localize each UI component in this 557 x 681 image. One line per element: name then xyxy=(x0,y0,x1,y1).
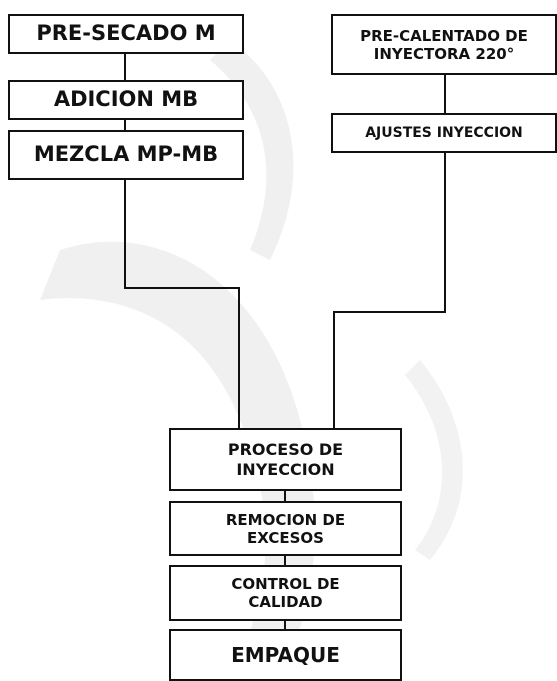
step-ajustes-inyeccion-label: AJUSTES INYECCION xyxy=(365,124,523,141)
connector-left-horizontal xyxy=(124,287,240,289)
connector-left-2 xyxy=(124,119,126,131)
step-control-calidad: CONTROL DE CALIDAD xyxy=(169,565,402,621)
step-pre-secado-label: PRE-SECADO M xyxy=(36,21,216,46)
connector-left-down xyxy=(124,179,126,288)
connector-right-to-process xyxy=(333,311,335,428)
step-adicion-mb-label: ADICION MB xyxy=(53,87,199,112)
step-pre-calentado-line2: INYECTORA 220° xyxy=(373,44,515,63)
step-ajustes-inyeccion: AJUSTES INYECCION xyxy=(331,113,557,153)
step-remocion-excesos: REMOCION DE EXCESOS xyxy=(169,501,402,556)
connector-right-down xyxy=(444,152,446,312)
connector-main-2 xyxy=(284,555,286,566)
connector-right-1 xyxy=(444,74,446,114)
step-pre-secado: PRE-SECADO M xyxy=(8,14,244,54)
step-empaque: EMPAQUE xyxy=(169,629,402,681)
connector-right-horizontal xyxy=(333,311,446,313)
step-remocion-line1: REMOCION DE xyxy=(225,510,346,529)
connector-main-3 xyxy=(284,620,286,630)
step-empaque-label: EMPAQUE xyxy=(231,643,340,667)
connector-left-1 xyxy=(124,54,126,81)
step-proceso-line2: INYECCION xyxy=(236,459,335,479)
step-control-line2: CALIDAD xyxy=(248,593,323,611)
step-pre-calentado-line1: PRE-CALENTADO DE xyxy=(360,26,528,45)
step-pre-calentado: PRE-CALENTADO DE INYECTORA 220° xyxy=(331,14,557,75)
step-adicion-mb: ADICION MB xyxy=(8,80,244,120)
step-remocion-line2: EXCESOS xyxy=(247,528,324,547)
connector-main-1 xyxy=(284,490,286,502)
step-proceso-line1: PROCESO DE xyxy=(227,440,344,460)
step-mezcla-mp-mb: MEZCLA MP-MB xyxy=(8,130,244,180)
connector-left-to-process xyxy=(238,287,240,428)
step-control-line1: CONTROL DE xyxy=(231,575,340,593)
step-proceso-inyeccion: PROCESO DE INYECCION xyxy=(169,428,402,491)
step-mezcla-mp-mb-label: MEZCLA MP-MB xyxy=(33,142,219,167)
